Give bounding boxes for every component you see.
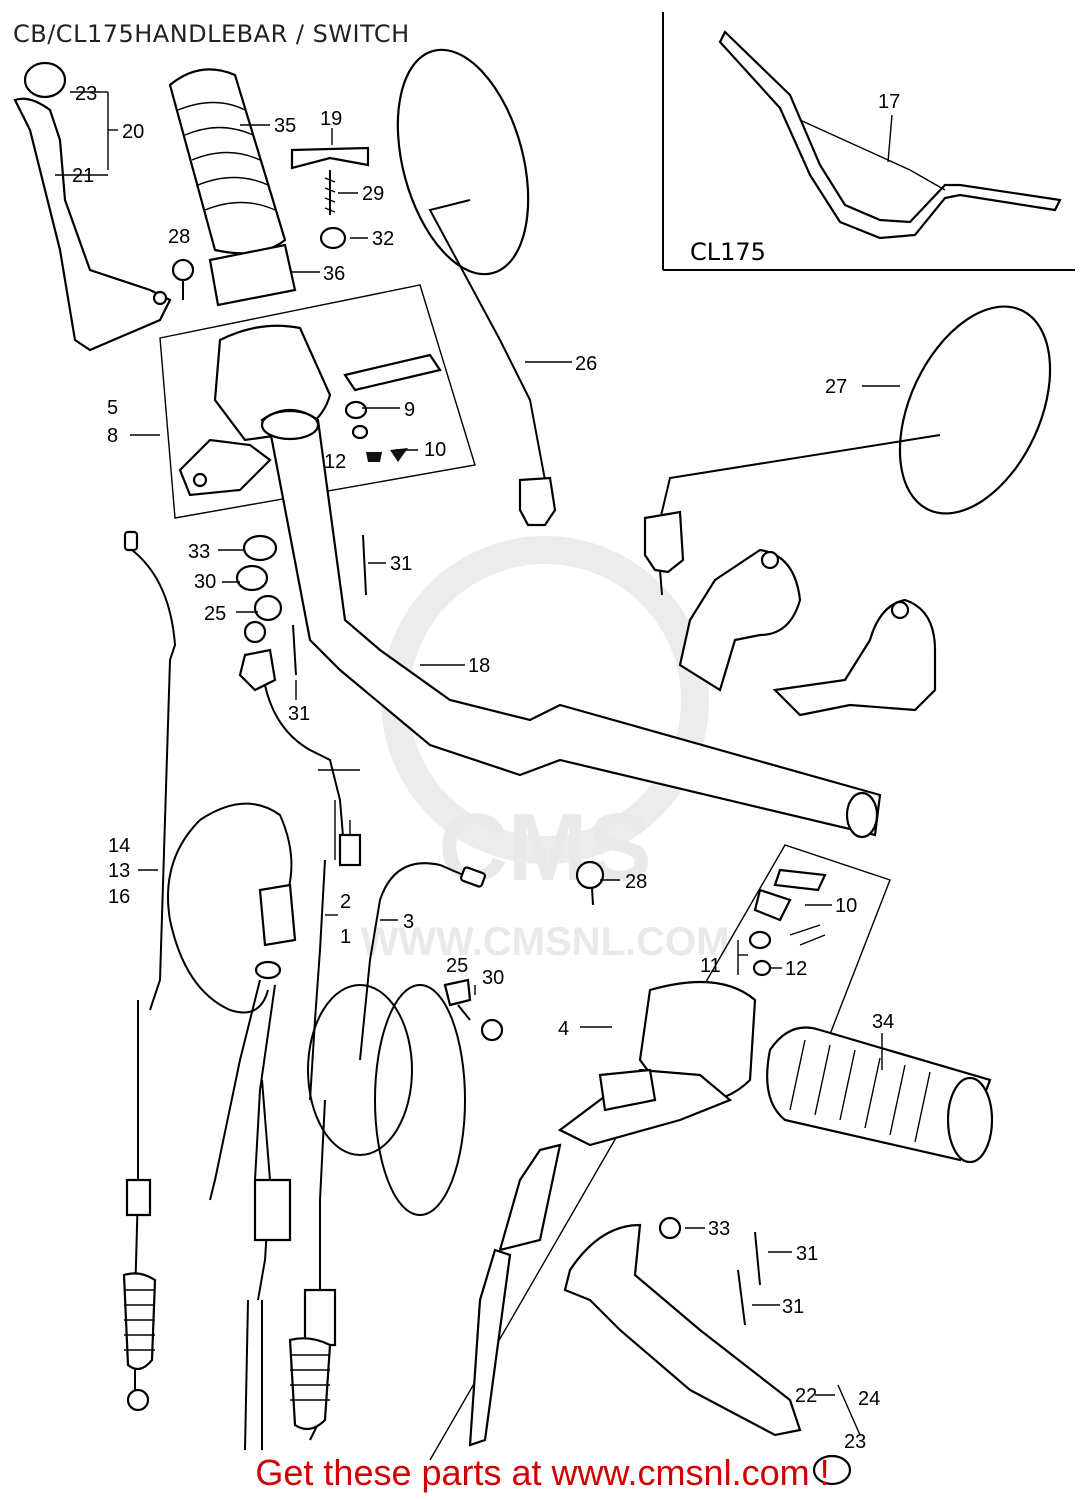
- callout-27: 27: [825, 376, 847, 398]
- left-grip-35: [168, 68, 297, 307]
- diagram-title: CB/CL175HANDLEBAR / SWITCH: [13, 20, 410, 48]
- callout-31: 31: [288, 703, 310, 725]
- callout-11: 11: [700, 955, 721, 977]
- watermark-url: WWW.CMSNL.COM: [361, 920, 730, 964]
- callout-13: 13: [108, 860, 130, 882]
- footer-link[interactable]: Get these parts at www.cmsnl.com !: [255, 1452, 830, 1493]
- grip-collar-36: [208, 243, 297, 307]
- lever-tip-23b: [812, 1454, 852, 1486]
- nut-33b: [658, 1216, 682, 1240]
- lever-small-parts: [443, 860, 605, 1042]
- nut-32: [319, 226, 347, 250]
- callout-23: 23: [844, 1431, 866, 1453]
- callout-12: 12: [785, 958, 807, 980]
- right-grip-34: [766, 1026, 994, 1164]
- callout-22: 22: [795, 1385, 817, 1407]
- callout-35: 35: [274, 115, 296, 137]
- washer-30b: [480, 1018, 504, 1042]
- switch-wires-14-13-16: [167, 769, 362, 1201]
- lever-tip-23: [23, 61, 67, 99]
- callout-9: 9: [404, 399, 415, 421]
- callout-30: 30: [194, 571, 216, 593]
- callout-20: 20: [122, 121, 144, 143]
- callout-34: 34: [872, 1011, 894, 1033]
- callout-24: 24: [858, 1388, 880, 1410]
- clutch-lever-21: [13, 97, 172, 352]
- callout-36: 36: [323, 263, 345, 285]
- handlebar-18: [260, 409, 882, 839]
- callout-12: 12: [324, 451, 346, 473]
- switch-plate-9: [343, 353, 442, 392]
- callout-31: 31: [782, 1296, 804, 1318]
- callout-2: 2: [340, 891, 351, 913]
- callout-8: 8: [107, 425, 118, 447]
- cl175-handlebar: [718, 30, 1062, 240]
- callout-14: 14: [108, 835, 130, 857]
- cable-3: [244, 862, 486, 1451]
- callout-18: 18: [468, 655, 490, 677]
- callout-28: 28: [625, 871, 647, 893]
- switch-knob-19: [290, 146, 370, 170]
- watermark-brand: CMS: [438, 794, 651, 901]
- pivot-bolt-28b: [575, 860, 605, 890]
- cl175-inset: 17 CL175: [662, 12, 1075, 271]
- callout-31: 31: [796, 1243, 818, 1265]
- mirror-26: [396, 48, 557, 527]
- callout-30: 30: [482, 967, 504, 989]
- throttle-cable-parts: [123, 530, 367, 1011]
- right-switch-housing: [429, 844, 891, 1461]
- callout-33: 33: [188, 541, 210, 563]
- callout-5: 5: [107, 397, 118, 419]
- callout-19: 19: [320, 108, 342, 130]
- mirror-27: [643, 305, 1052, 596]
- washer-30a: [235, 564, 269, 592]
- pivot-bolt-28a: [171, 258, 195, 282]
- left-lever-assembly: [13, 61, 195, 352]
- callout-26: 26: [575, 353, 597, 375]
- callout-29: 29: [362, 183, 384, 205]
- callout-33: 33: [708, 1218, 730, 1240]
- callout-25: 25: [204, 603, 226, 625]
- mirror-brackets: [678, 548, 937, 717]
- callout-21: 21: [72, 165, 94, 187]
- callout-23: 23: [75, 83, 97, 105]
- brake-lever-22: [468, 1143, 852, 1486]
- inset-callout-17: 17: [878, 91, 900, 113]
- callout-28: 28: [168, 226, 190, 248]
- callout-16: 16: [108, 886, 130, 908]
- callout-31: 31: [390, 553, 412, 575]
- callout-leaders: [130, 124, 900, 1436]
- cables-1-2: [122, 859, 337, 1441]
- adjuster-25b: [443, 978, 472, 1007]
- switch-small-parts: [290, 146, 370, 250]
- callout-10: 10: [424, 439, 446, 461]
- adjuster-25a: [253, 594, 283, 622]
- inset-label: CL175: [690, 238, 766, 266]
- callout-32: 32: [372, 228, 394, 250]
- callout-4: 4: [558, 1018, 569, 1040]
- callout-3: 3: [403, 911, 414, 933]
- callout-1: 1: [340, 926, 351, 948]
- callout-labels: 23 20 21 35 19 29 32 28 36 26 27 5 8 9 1…: [72, 83, 894, 1453]
- nut-33a: [242, 534, 278, 562]
- callout-25: 25: [446, 955, 468, 977]
- callout-10: 10: [835, 895, 857, 917]
